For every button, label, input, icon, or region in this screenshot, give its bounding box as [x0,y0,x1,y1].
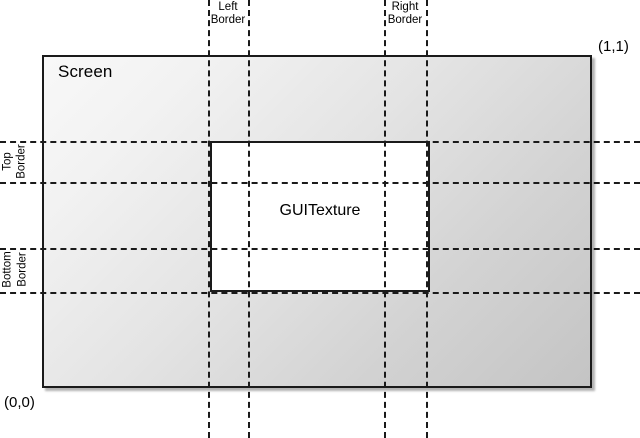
coordinate-label-top-right: (1,1) [598,38,629,55]
guitexture-label: GUITexture [279,202,361,219]
bottom-border-label-line1: Bottom [1,251,14,288]
coordinate-label-bottom-left: (0,0) [4,394,35,411]
right-border-label-line2: Border [387,14,423,26]
top-border-label-line2: Border [15,144,28,179]
left-border-label-line2: Border [210,14,246,26]
guide-line-horizontal-bottom-border-outer [0,292,640,294]
right-border-label: Right Border [375,1,435,27]
guide-line-vertical-left-border-outer [208,0,210,438]
bottom-border-label: Bottom Border [0,248,40,292]
left-border-label: Left Border [198,1,258,27]
top-border-label: Top Border [0,141,40,182]
top-border-label-line1: Top [1,152,14,171]
guide-line-horizontal-top-border-outer [0,141,640,143]
guide-line-horizontal-bottom-border-inner [0,248,640,250]
right-border-label-line1: Right [391,1,419,13]
left-border-label-line1: Left [218,1,238,13]
screen-label: Screen [58,62,113,81]
guide-line-vertical-right-border-outer [426,0,428,438]
guide-line-vertical-right-border-inner [384,0,386,438]
guide-line-vertical-left-border-inner [248,0,250,438]
guitexture-rectangle [210,141,430,292]
guide-line-horizontal-top-border-inner [0,182,640,184]
bottom-border-label-line2: Border [16,252,29,287]
